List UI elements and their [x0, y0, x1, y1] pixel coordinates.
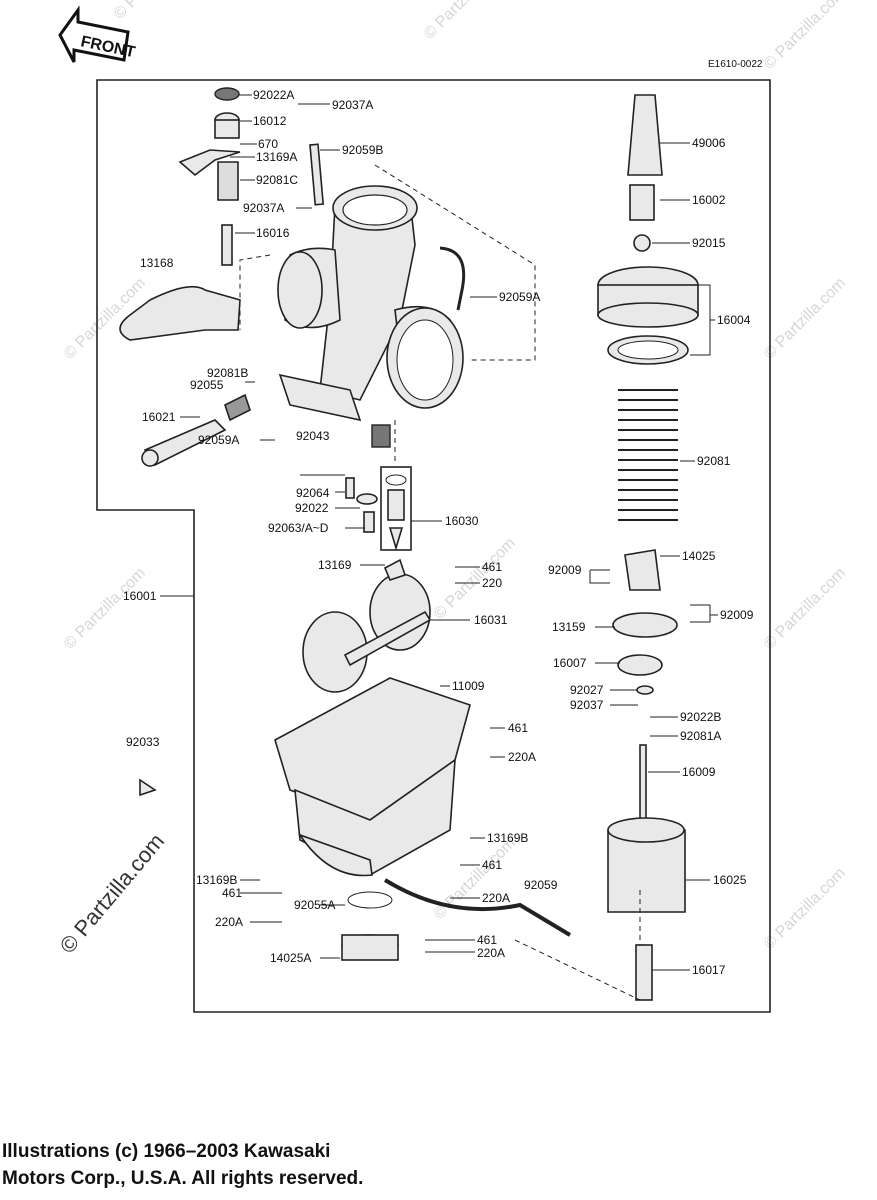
- part-label: 92055A: [294, 898, 335, 912]
- top-cap-parts: [119, 87, 325, 341]
- front-arrow-icon: FRONT: [58, 5, 137, 63]
- part-label: 16002: [692, 193, 726, 207]
- part-label: 220: [482, 576, 502, 590]
- part-label: 92033: [126, 735, 160, 749]
- part-label: 220A: [215, 915, 243, 929]
- part-label: 92081: [697, 454, 731, 468]
- part-label: 13168: [140, 256, 174, 270]
- part-label: 92037A: [243, 201, 284, 215]
- watermark-large: © Partzilla.com: [55, 829, 169, 959]
- watermark: © Partzilla.com: [761, 275, 849, 363]
- part-label: 92059: [524, 878, 558, 892]
- watermark: © Partzilla.com: [761, 0, 849, 73]
- part-label: 92081A: [680, 729, 721, 743]
- float-assembly: [302, 558, 432, 693]
- part-label: 92059B: [342, 143, 383, 157]
- part-label: 16025: [713, 873, 747, 887]
- throttle-slide-parts: [597, 94, 699, 1001]
- part-label: 92059A: [499, 290, 540, 304]
- part-label: 461: [222, 886, 242, 900]
- part-label: 92037A: [332, 98, 373, 112]
- part-label: 92037: [570, 698, 604, 712]
- part-label: 16009: [682, 765, 716, 779]
- part-label: 13169: [318, 558, 352, 572]
- leader-lines: [160, 94, 718, 971]
- part-label: 49006: [692, 136, 726, 150]
- float-bowl: [139, 677, 572, 961]
- carburetor-body: [277, 185, 466, 448]
- part-label: 92015: [692, 236, 726, 250]
- dashed-leaders: [239, 164, 641, 1001]
- watermark: © Partzilla.com: [761, 865, 849, 953]
- part-label: 461: [482, 858, 502, 872]
- part-label: 16016: [256, 226, 290, 240]
- part-label: 14025A: [270, 951, 311, 965]
- part-label: 11009: [452, 679, 485, 693]
- part-label: 461: [482, 560, 502, 574]
- part-label: 92081B: [207, 366, 248, 380]
- part-label: 16004: [717, 313, 751, 327]
- part-label: 13159: [552, 620, 586, 634]
- part-label: 16021: [142, 410, 176, 424]
- part-label: 92022B: [680, 710, 721, 724]
- part-label: 92022A: [253, 88, 294, 102]
- needle-valve: [345, 466, 412, 551]
- part-labels: 92022A 92037A 16012 670 13169A 92059B 92…: [123, 88, 754, 977]
- copyright-line-2: Motors Corp., U.S.A. All rights reserved…: [2, 1168, 364, 1189]
- pilot-screw: [141, 393, 251, 467]
- watermark: © Partzilla.com: [431, 535, 519, 623]
- part-label: 461: [508, 721, 528, 735]
- part-label: 16030: [445, 514, 479, 528]
- part-label: 16017: [692, 963, 726, 977]
- part-label: 16012: [253, 114, 287, 128]
- diagram-code: E1610-0022: [708, 59, 763, 70]
- part-label: 92022: [295, 501, 329, 515]
- part-label: 670: [258, 137, 278, 151]
- part-label: 13169A: [256, 150, 297, 164]
- part-label: 461: [477, 933, 497, 947]
- part-label: 13169B: [196, 873, 237, 887]
- watermark: © Partzilla.com: [761, 565, 849, 653]
- part-label: 220A: [482, 891, 510, 905]
- part-label: 92063/A~D: [268, 521, 329, 535]
- copyright-line-1: Illustrations (c) 1966–2003 Kawasaki: [2, 1141, 331, 1162]
- part-label: 92043: [296, 429, 330, 443]
- watermarks: © Partzilla.com © Partzilla.com © Partzi…: [61, 0, 849, 953]
- part-label: 92009: [548, 563, 582, 577]
- watermark: © Partzilla.com: [111, 0, 199, 23]
- diagram-frame: [96, 79, 771, 1013]
- copyright-notice: Illustrations (c) 1966–2003 Kawasaki Mot…: [2, 1138, 363, 1192]
- part-label: 92081C: [256, 173, 298, 187]
- watermark: © Partzilla.com: [421, 0, 509, 43]
- part-label: 92055: [190, 378, 224, 392]
- watermark: © Partzilla.com: [61, 565, 149, 653]
- part-label: 16007: [553, 656, 587, 670]
- part-label: 16001: [123, 589, 157, 603]
- part-label: 92009: [720, 608, 754, 622]
- part-label: 16031: [474, 613, 508, 627]
- part-label: 220A: [508, 750, 536, 764]
- part-label: 92064: [296, 486, 330, 500]
- part-label: 220A: [477, 946, 505, 960]
- part-label: 13169B: [487, 831, 528, 845]
- part-label: 92027: [570, 683, 604, 697]
- part-label: 14025: [682, 549, 716, 563]
- part-label: 92059A: [198, 433, 239, 447]
